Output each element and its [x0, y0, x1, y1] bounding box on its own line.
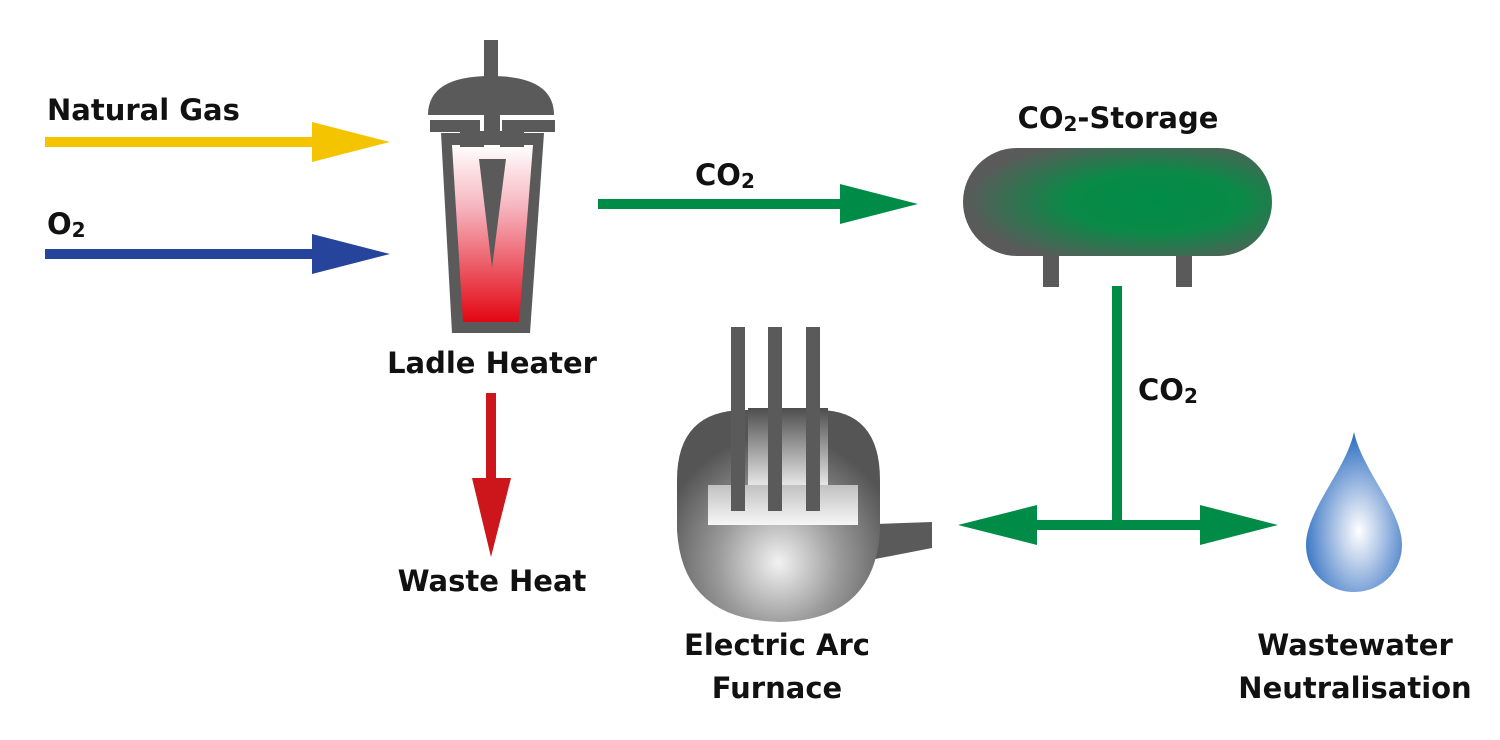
natural-gas-arrow [45, 122, 390, 162]
oxygen-arrow [45, 234, 390, 274]
co2-label-heater-to-storage: CO2 [695, 158, 755, 193]
oxygen-arrowhead [312, 234, 390, 274]
natural-gas-arrowhead [312, 122, 390, 162]
waste-heat-label: Waste Heat [398, 564, 587, 598]
co2-arrowhead-heater-to-storage [840, 184, 918, 224]
co2-storage-label: CO2-Storage [1018, 101, 1219, 136]
co2-arrowhead-to-furnace [958, 505, 1037, 545]
natural-gas-line [45, 137, 320, 147]
eaf-label-line2: Furnace [712, 671, 842, 705]
ladle-heater-label: Ladle Heater [387, 346, 598, 380]
co2-line-storage-down [1112, 286, 1122, 522]
co2-horizontal-line [1030, 520, 1205, 530]
waste-heat-line [486, 393, 496, 483]
electric-arc-furnace-icon [677, 327, 932, 622]
waste-heat-arrowhead [472, 478, 511, 557]
co2-arrow-heater-to-storage [598, 184, 918, 224]
oxygen-line [45, 249, 320, 259]
wastewater-label-line2: Neutralisation [1238, 671, 1471, 705]
co2-label-storage-down: CO2 [1138, 373, 1198, 408]
waste-heat-arrow [472, 393, 511, 557]
oxygen-label: O2 [47, 207, 86, 242]
co2-double-arrow [958, 505, 1278, 545]
co2-line-heater-to-storage [598, 199, 848, 209]
water-droplet-icon [1306, 432, 1402, 592]
ladle-heater-icon [428, 40, 555, 333]
wastewater-label-line1: Wastewater [1257, 628, 1453, 662]
co2-storage-tank-icon [963, 148, 1272, 287]
natural-gas-label: Natural Gas [47, 93, 240, 127]
co2-arrowhead-to-wastewater [1200, 505, 1278, 545]
eaf-label-line1: Electric Arc [684, 628, 870, 662]
